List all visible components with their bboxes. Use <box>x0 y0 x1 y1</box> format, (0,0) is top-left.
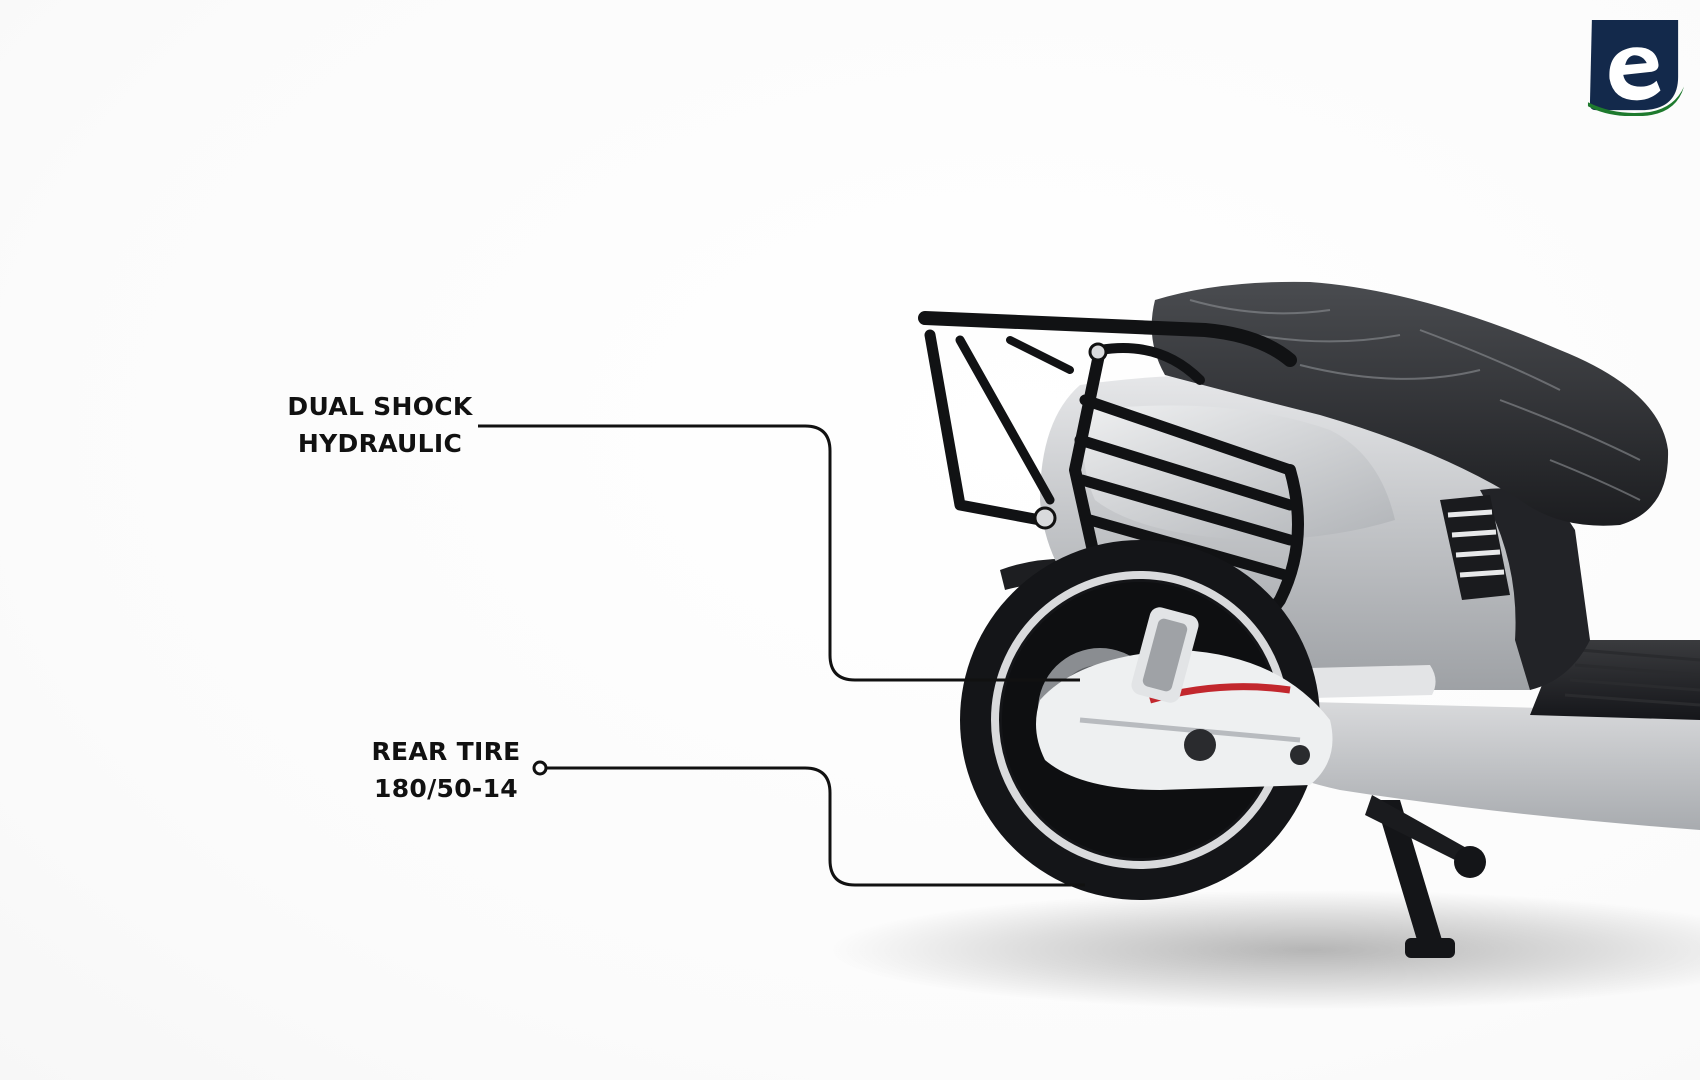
lower-body-panel <box>1230 700 1700 830</box>
callout-rear-tire-line2: 180/50-14 <box>374 774 518 803</box>
callout-dual-shock: DUAL SHOCK HYDRAULIC <box>270 388 490 462</box>
callout-rear-tire-line1: REAR TIRE <box>371 737 521 766</box>
seat-cover <box>1151 281 1669 526</box>
tire-leader-line <box>545 766 1085 887</box>
shock-leader-line <box>478 424 1080 682</box>
shock-absorber <box>1131 607 1199 703</box>
callout-dual-shock-line2: HYDRAULIC <box>297 429 463 458</box>
rack-bolt <box>1088 342 1108 362</box>
kickstand <box>1365 795 1486 958</box>
passenger-footrest <box>1306 665 1436 698</box>
callout-dual-shock-line1: DUAL SHOCK <box>287 392 473 421</box>
callout-lines <box>478 424 1085 887</box>
rack-bolt <box>1033 506 1057 530</box>
logo-e-letter <box>1609 47 1661 101</box>
tire-callout-dot <box>532 760 548 776</box>
side-trim <box>1480 488 1590 690</box>
side-vent-grille <box>1440 495 1510 600</box>
callout-rear-tire: REAR TIRE 180/50-14 <box>356 733 536 807</box>
floorboard-ribs <box>1564 648 1700 707</box>
ground-shadow <box>830 890 1700 1010</box>
brand-e-logo-icon <box>1587 19 1684 116</box>
